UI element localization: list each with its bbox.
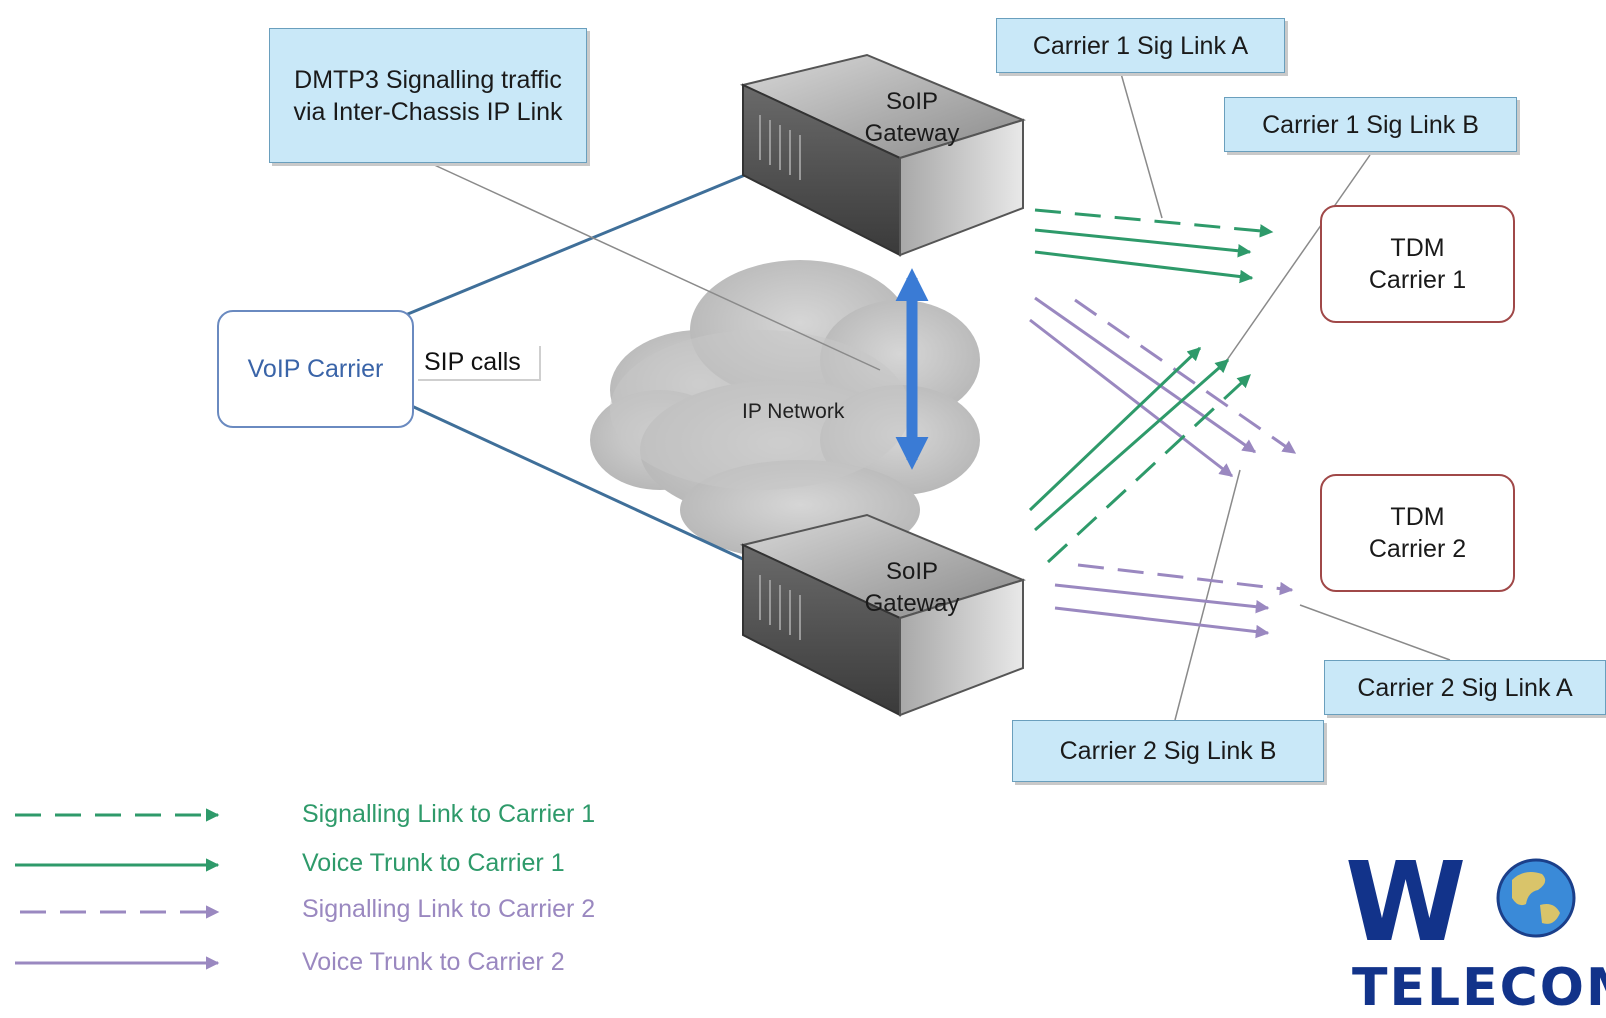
bottom-sig-link-c2	[1077, 563, 1294, 596]
callout-carrier1-sig-link-a: Carrier 1 Sig Link A	[996, 18, 1285, 73]
callout-carrier2-sig-link-a: Carrier 2 Sig Link A	[1324, 660, 1606, 715]
callout-carrier1-sig-link-b: Carrier 1 Sig Link B	[1224, 97, 1517, 152]
ip-network-cloud	[590, 260, 980, 560]
sip-calls-label: SIP calls	[418, 346, 541, 381]
bottom-gateway-label: SoIP Gateway	[864, 558, 960, 617]
top-voice-trunk-c1-a	[1034, 228, 1252, 258]
legend-voice-carrier2: Voice Trunk to Carrier 2	[302, 948, 565, 976]
ip-network-label: IP Network	[742, 400, 845, 423]
tdm-carrier-2-node: TDM Carrier 2	[1320, 474, 1515, 592]
bottom-sig-link-c1	[1046, 373, 1252, 564]
callout-leaders	[429, 69, 1451, 721]
callout-carrier2-sig-link-b: Carrier 2 Sig Link B	[1012, 720, 1324, 782]
top-voice-trunk-c2-a	[1034, 296, 1257, 454]
top-sig-link-c1	[1034, 208, 1274, 238]
top-gateway-label: SoIP Gateway	[864, 88, 960, 147]
top-voice-trunk-c1-b	[1034, 250, 1254, 284]
bottom-voice-trunk-c2-a	[1054, 583, 1270, 614]
tdm-carrier-1-node: TDM Carrier 1	[1320, 205, 1515, 323]
legend-signalling-carrier2: Signalling Link to Carrier 2	[302, 895, 596, 923]
top-soip-gateway	[739, 53, 1026, 257]
top-voice-trunk-c2-b	[1029, 318, 1234, 478]
network-diagram: W	[15, 53, 1576, 970]
bottom-voice-trunk-c2-b	[1054, 606, 1270, 639]
callout-dmtp3-signalling: DMTP3 Signalling traffic via Inter-Chass…	[269, 28, 587, 163]
voip-carrier-node: VoIP Carrier	[217, 310, 414, 428]
legend-signalling-carrier1: Signalling Link to Carrier 1	[302, 800, 596, 828]
logo-telecom-text: TELECOM	[1352, 958, 1606, 1018]
logo-w-letter: W	[1345, 838, 1466, 966]
bottom-voice-trunk-c1-a	[1028, 346, 1202, 512]
bottom-voice-trunk-c1-b	[1034, 358, 1230, 532]
top-sig-link-c2	[1074, 298, 1297, 455]
legend-voice-carrier1: Voice Trunk to Carrier 1	[302, 849, 565, 877]
voip-to-top-gateway-link	[402, 173, 746, 318]
voip-to-bottom-gateway-link	[402, 400, 746, 562]
bottom-soip-gateway	[739, 513, 1026, 717]
world-telecom-logo: W	[1345, 838, 1576, 966]
